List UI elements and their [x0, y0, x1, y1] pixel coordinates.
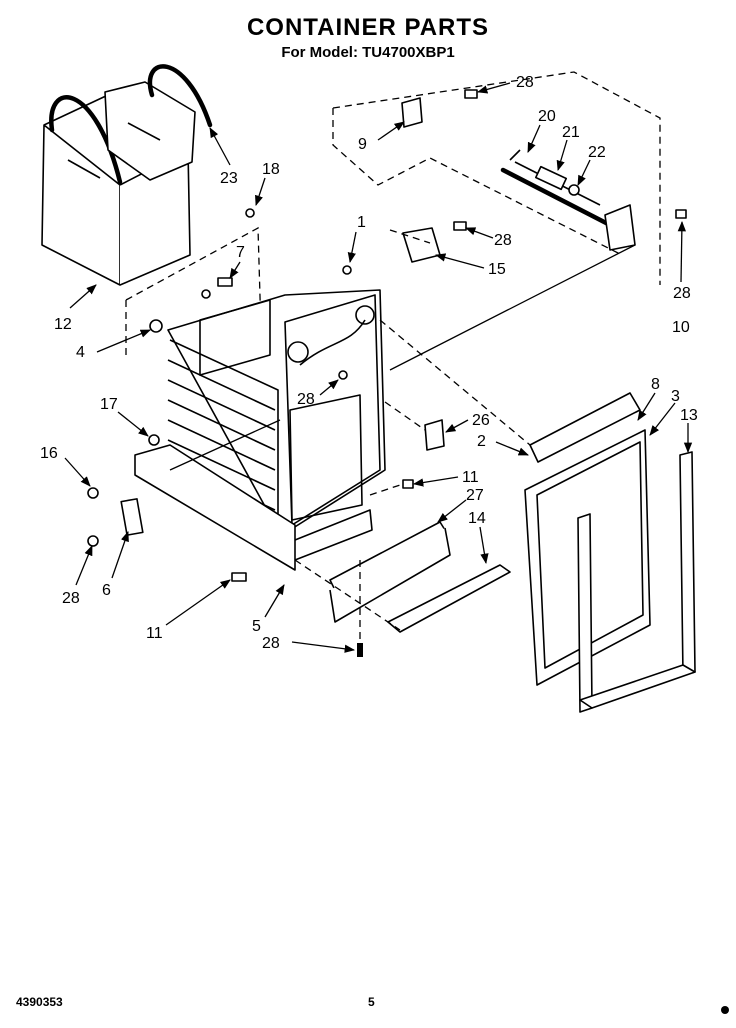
callout-label: 12 — [54, 316, 72, 333]
fasteners — [87, 89, 687, 657]
callout-label: 10 — [672, 319, 690, 336]
callout-label: 1 — [357, 214, 366, 231]
callout-label: 14 — [468, 510, 486, 527]
callout-label: 2 — [477, 433, 486, 450]
callout-label: 13 — [680, 407, 698, 424]
callout-label: 23 — [220, 170, 238, 187]
part-20-21-22-rod-assembly — [500, 149, 636, 251]
part-number: 4390353 — [16, 995, 63, 1009]
alignment-lines — [169, 229, 636, 643]
callout-label: 9 — [358, 136, 367, 153]
part-9-bracket — [401, 97, 423, 128]
callout-label: 27 — [466, 487, 484, 504]
part-23-liner-panel — [104, 64, 213, 181]
callout-label: 21 — [562, 124, 580, 141]
callout-label: 15 — [488, 261, 506, 278]
part-5-base — [134, 444, 373, 571]
callout-label: 4 — [76, 344, 85, 361]
part-13-door-frame — [577, 451, 696, 713]
callout-labels: 28 9 20 21 22 18 23 12 7 1 28 15 28 10 4… — [40, 74, 698, 652]
callout-label: 3 — [671, 388, 680, 405]
callout-label: 11 — [146, 625, 163, 642]
callout-label: 28 — [673, 285, 691, 302]
part-26-bracket — [424, 419, 445, 451]
callout-label: 28 — [494, 232, 512, 249]
callout-label: 16 — [40, 445, 58, 462]
callout-label: 28 — [297, 391, 315, 408]
page-number: 5 — [368, 995, 375, 1009]
callout-label: 28 — [262, 635, 280, 652]
callout-label: 8 — [651, 376, 660, 393]
callout-label: 7 — [236, 244, 245, 261]
callout-label: 20 — [538, 108, 556, 125]
part-14-27-kickplate — [329, 521, 511, 633]
callout-label: 5 — [252, 618, 261, 635]
assembly-10-dashed-boundary — [332, 71, 661, 285]
callout-label: 18 — [262, 161, 280, 178]
leader-arrows — [64, 82, 693, 653]
part-15-hinge — [402, 227, 441, 263]
diagram-title: CONTAINER PARTS — [246, 14, 490, 41]
callout-label: 22 — [588, 144, 606, 161]
part-12-liner-bag — [41, 94, 191, 286]
callout-label: 28 — [516, 74, 534, 91]
callout-label: 11 — [462, 469, 479, 486]
callout-label: 6 — [102, 582, 111, 599]
callout-label: 26 — [472, 412, 490, 429]
callout-label: 17 — [100, 396, 118, 413]
registration-dot — [721, 1006, 729, 1014]
model-subtitle: For Model: TU4700XBP1 — [281, 44, 455, 61]
callout-label: 28 — [62, 590, 80, 607]
